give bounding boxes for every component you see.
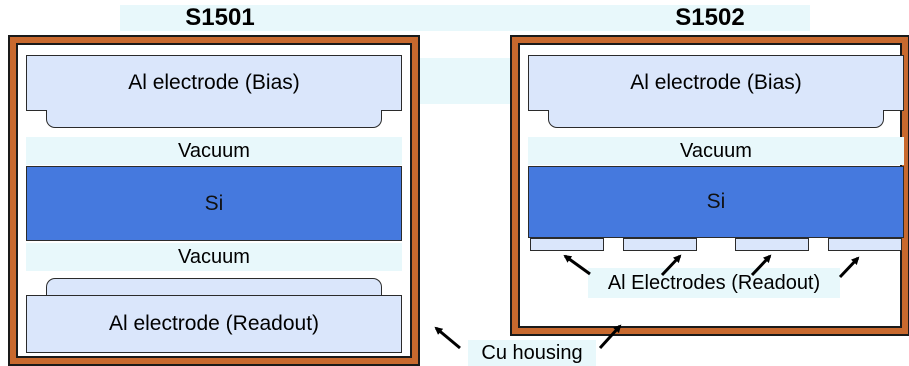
s1501-vacuum-top: Vacuum <box>26 137 402 165</box>
s1502-readout-pad-1 <box>530 238 604 251</box>
s1502-readout-pad-2 <box>623 238 697 251</box>
arrow-pad-1 <box>563 254 591 276</box>
arrow-housing-right <box>598 324 622 350</box>
s1502-bias-electrode: Al electrode (Bias) <box>528 55 904 111</box>
s1502-bias-electrode-lip <box>548 110 884 128</box>
s1501-bias-electrode-lip <box>46 110 382 128</box>
s1502-readout-pad-3 <box>735 238 809 251</box>
s1501-vacuum-bottom: Vacuum <box>26 243 402 271</box>
arrow-pad-3 <box>750 254 772 277</box>
s1502-title: S1502 <box>675 4 745 31</box>
arrow-pad-2 <box>660 254 682 277</box>
s1501-readout-electrode-lip <box>46 278 382 296</box>
arrow-housing-left <box>434 326 461 350</box>
s1501-si-crystal: Si <box>26 166 402 241</box>
s1502-readout-electrodes-label: Al Electrodes (Readout) <box>588 268 840 298</box>
center-band <box>415 58 515 104</box>
s1502-vacuum: Vacuum <box>528 137 904 165</box>
s1502-si-crystal: Si <box>528 166 904 238</box>
s1501-title: S1501 <box>185 4 255 31</box>
arrow-pad-4 <box>838 256 860 279</box>
title-band <box>120 5 810 31</box>
cu-housing-label: Cu housing <box>468 340 596 366</box>
s1501-readout-electrode: Al electrode (Readout) <box>26 295 402 353</box>
s1502-readout-pad-4 <box>828 238 902 251</box>
